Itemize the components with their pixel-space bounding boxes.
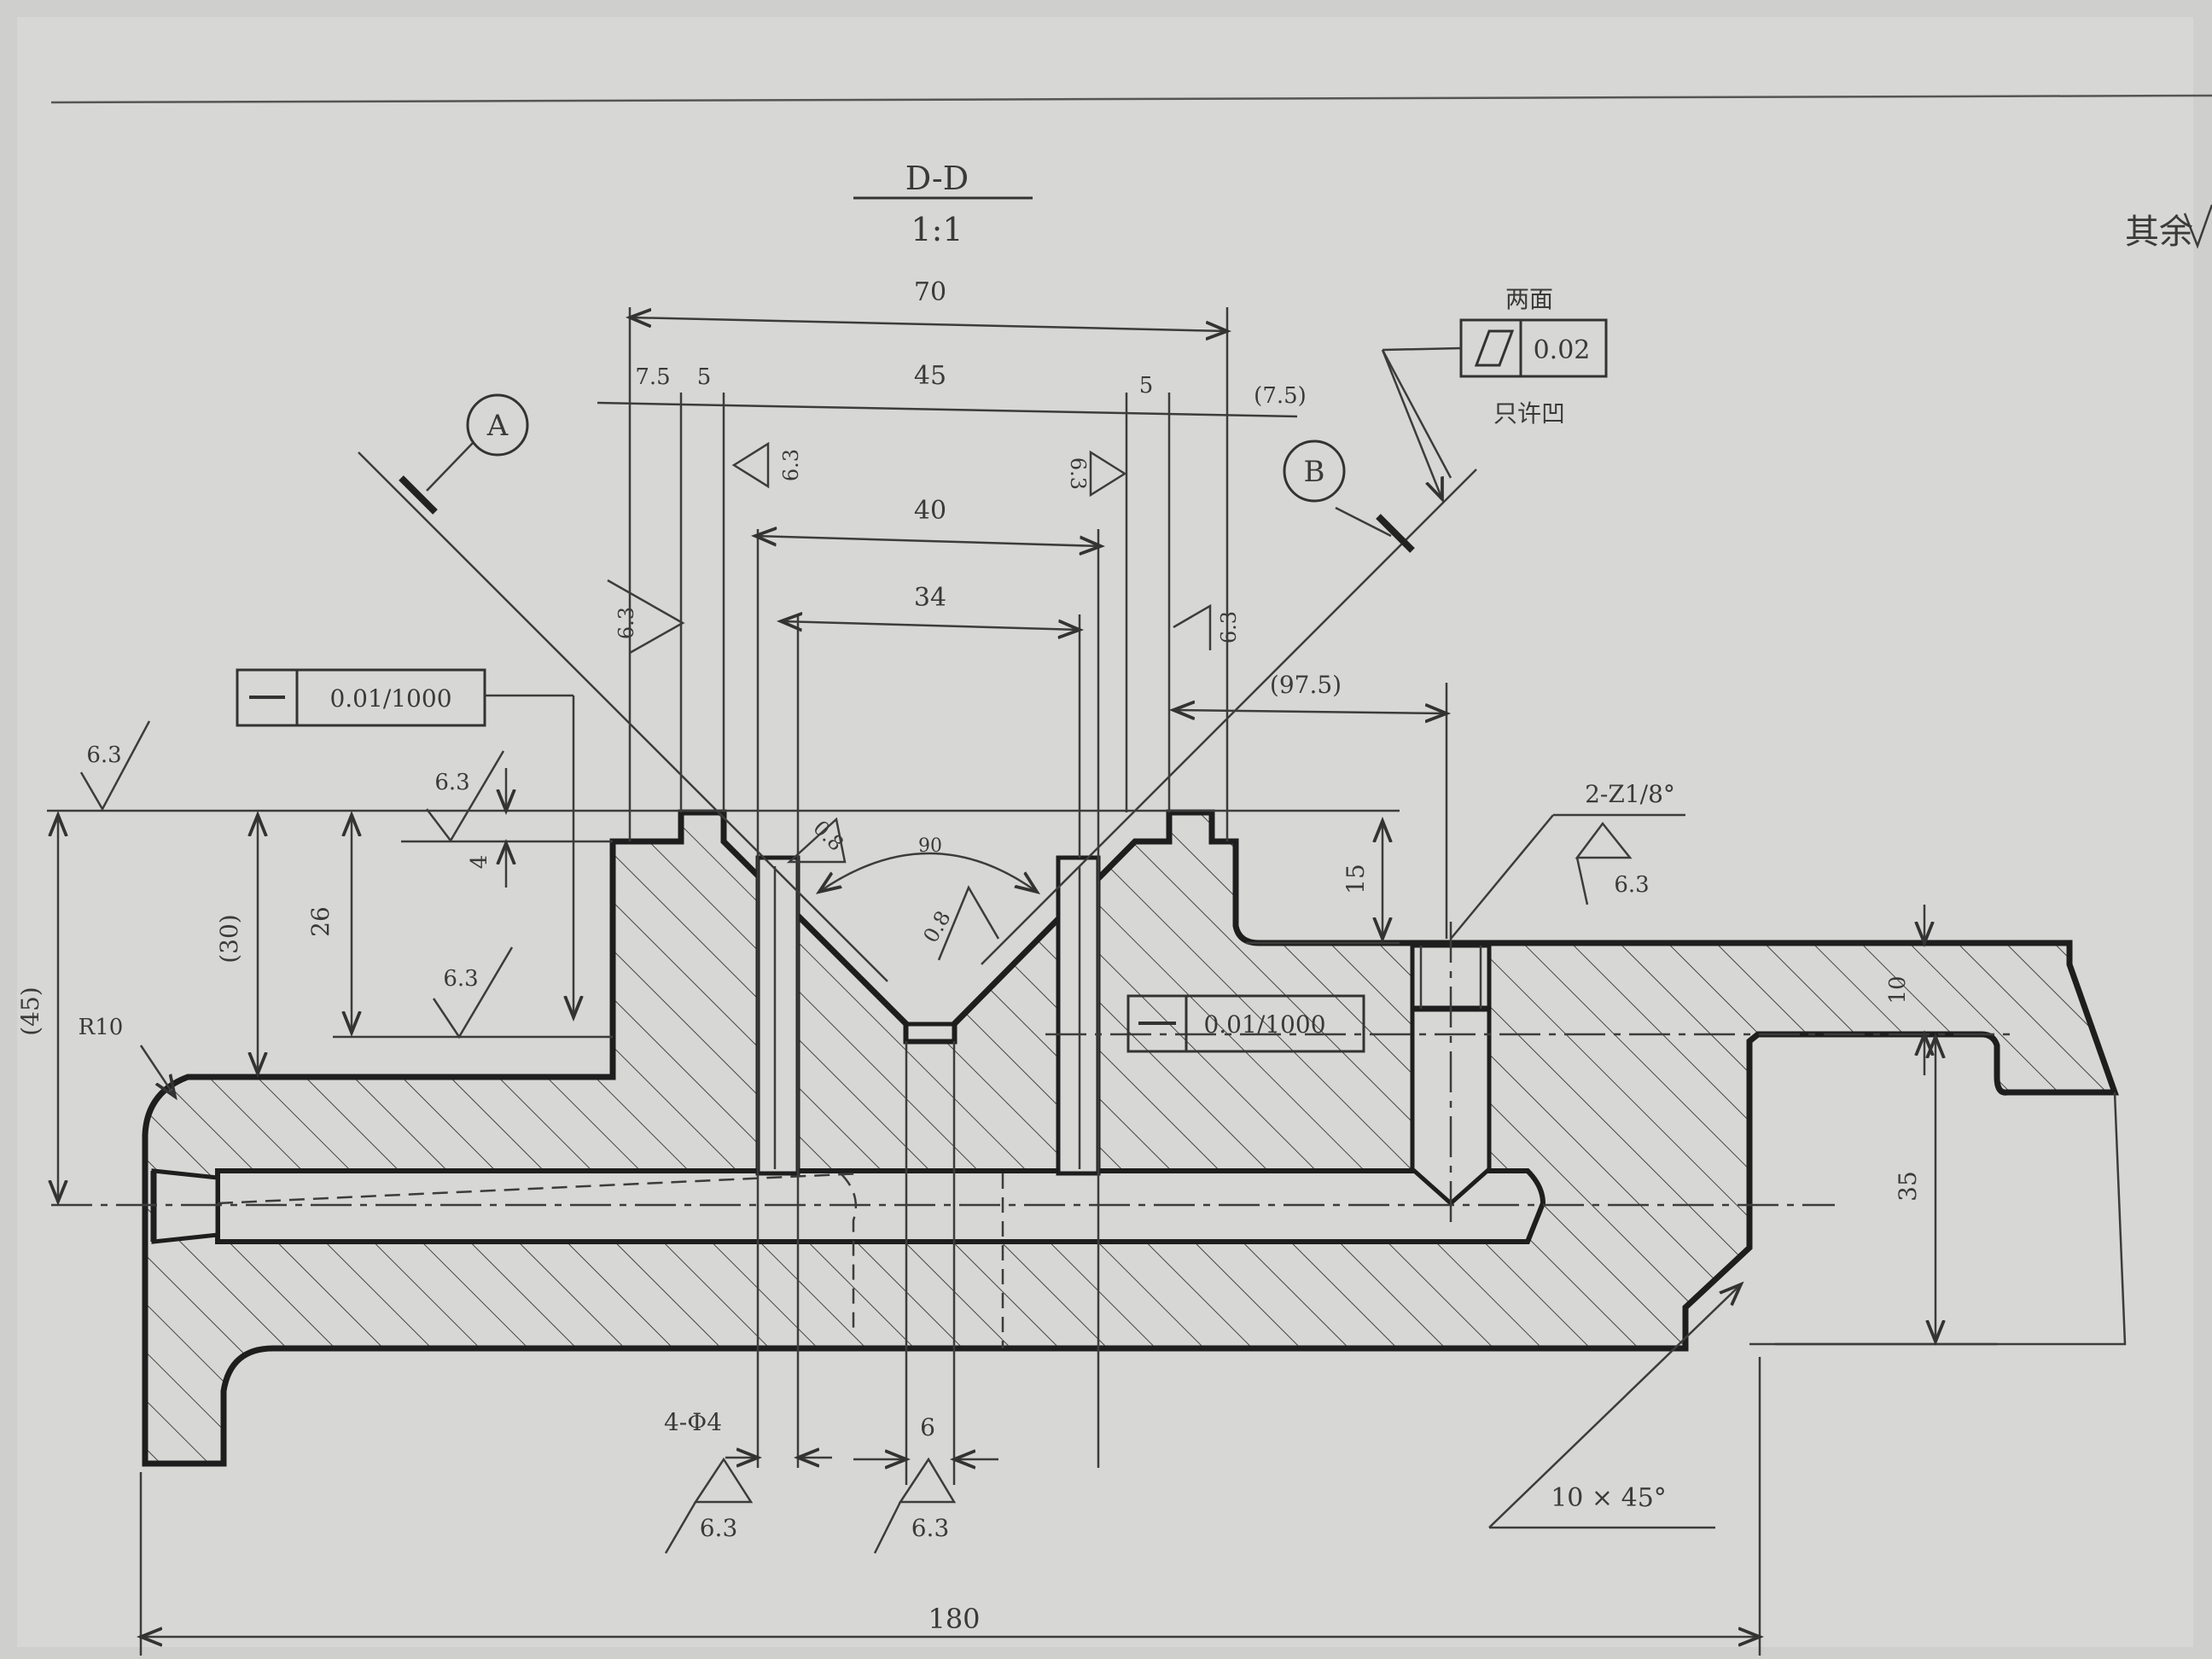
oil-hole-right — [1056, 855, 1101, 1176]
extension-lines — [47, 307, 1997, 1656]
chamfer-leader — [1488, 1284, 1741, 1528]
flatness-value: 0.02 — [1534, 335, 1591, 365]
datum-a-label: A — [486, 409, 509, 443]
section-body — [142, 809, 2119, 1467]
hidden-hole-left — [840, 1173, 858, 1331]
roughness-icon — [607, 579, 685, 655]
dim-45-line — [597, 401, 1298, 418]
view-scale: 1:1 — [911, 211, 963, 248]
dim-10: 10 — [1885, 975, 1911, 1004]
roughness-6-3-f: 6.3 — [1066, 457, 1090, 490]
datum-a: A — [358, 393, 888, 982]
dim-7-5-left: 7.5 — [635, 364, 670, 390]
main-bore — [215, 1168, 1546, 1244]
angle-90-arc — [819, 852, 1037, 892]
dim-7-5-right: (7.5) — [1254, 383, 1307, 409]
hole-callout: 4-Φ4 — [664, 1408, 722, 1436]
dim-4: 4 — [467, 855, 492, 870]
roughness-icon — [786, 817, 847, 864]
roughness-6-3-a: 6.3 — [86, 742, 121, 768]
dim-34-line — [781, 621, 1080, 630]
dim-180: 180 — [928, 1603, 980, 1635]
dim-5-left: 5 — [697, 364, 712, 390]
roughness-icon — [426, 750, 505, 843]
parallelism-frame-right: 0.01/1000 — [1126, 994, 1365, 1053]
flatness-frame: 两面 0.02 只许凹 — [1381, 285, 1608, 499]
dim-40-line — [755, 536, 1101, 546]
roughness-6-3-h: 6.3 — [1614, 872, 1649, 898]
v-groove-slot — [904, 1022, 957, 1044]
roughness-6-3-g: 6.3 — [1217, 611, 1241, 643]
dim-97-5: (97.5) — [1270, 671, 1342, 699]
dim-35: 35 — [1894, 1171, 1922, 1202]
flatness-label-top: 两面 — [1505, 285, 1553, 313]
datum-b: B — [981, 439, 1477, 965]
dim-6: 6 — [920, 1413, 935, 1441]
angle-90: 90 — [918, 835, 942, 857]
dim-34: 34 — [914, 583, 946, 613]
title-frame-line — [50, 94, 2212, 104]
radius-callout: R10 — [79, 1015, 124, 1040]
dim-97-5-line — [1173, 710, 1447, 713]
dim-30: (30) — [215, 914, 243, 963]
bore-counterbore — [151, 1168, 220, 1244]
dim-70-line — [630, 317, 1227, 331]
dim-45: 45 — [914, 361, 946, 391]
roughness-icon — [898, 1457, 957, 1504]
chamfer-callout: 10 × 45° — [1551, 1483, 1667, 1513]
flatness-label-bottom: 只许凹 — [1493, 399, 1565, 428]
roughness-6-3-j: 6.3 — [911, 1514, 950, 1542]
thread-callout: 2-Z1/8° — [1585, 780, 1675, 808]
roughness-6-3-b: 6.3 — [434, 770, 469, 795]
remaining-roughness-icon — [2183, 204, 2212, 249]
flatness-symbol-icon — [1474, 329, 1515, 367]
dim-40: 40 — [914, 496, 946, 526]
roughness-6-3-i: 6.3 — [700, 1514, 738, 1542]
oil-hole-left — [755, 855, 800, 1176]
paper-sheet — [17, 17, 2193, 1647]
remaining-roughness-note: 其余 — [2125, 212, 2193, 252]
roughness-icon — [937, 885, 1000, 961]
roughness-6-3-c: 6.3 — [443, 966, 478, 992]
parallelism-frame-left: 0.01/1000 — [236, 668, 573, 1017]
dim-26: 26 — [306, 906, 335, 937]
roughness-icon — [1089, 450, 1127, 498]
parallelism-value-left: 0.01/1000 — [329, 684, 451, 713]
roughness-6-3-e: 6.3 — [779, 449, 803, 481]
roughness-icon — [693, 1457, 754, 1504]
dim-70: 70 — [914, 277, 946, 307]
view-name: D-D — [905, 160, 969, 197]
roughness-6-3-d: 6.3 — [614, 607, 638, 639]
datum-b-label: B — [1304, 455, 1325, 489]
bore-hidden-taper — [217, 1172, 863, 1205]
dim-15: 15 — [1342, 864, 1370, 894]
dim-45-ref: (45) — [16, 987, 44, 1035]
roughness-icon — [1173, 603, 1212, 650]
roughness-icon — [731, 441, 770, 489]
roughness-icon — [432, 946, 514, 1039]
radius-leader — [139, 1045, 175, 1097]
dim-5-right: 5 — [1139, 373, 1154, 399]
roughness-icon — [79, 720, 151, 812]
parallelism-value-right: 0.01/1000 — [1203, 1010, 1325, 1039]
roughness-icon — [1575, 821, 1633, 859]
